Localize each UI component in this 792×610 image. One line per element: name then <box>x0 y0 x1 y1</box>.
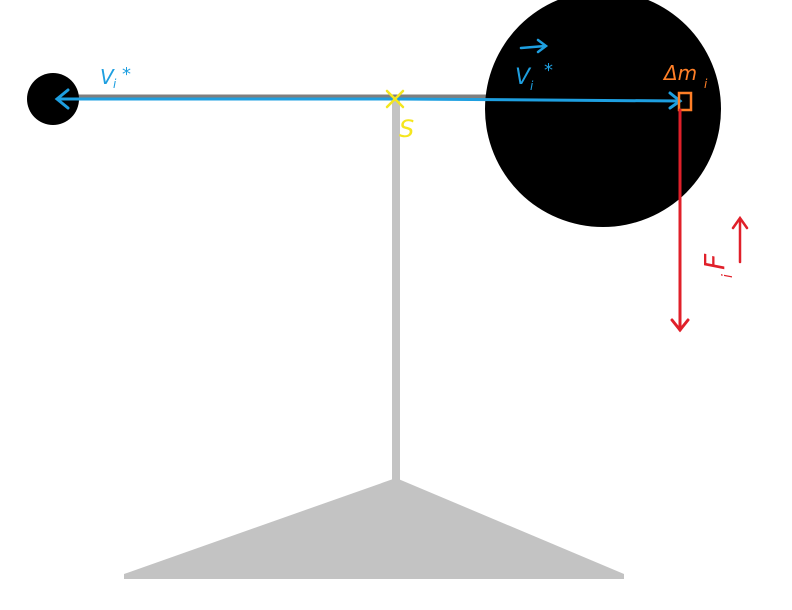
rectangle-marker-icon <box>677 91 693 112</box>
velocity-label-large: V i * <box>515 38 553 93</box>
force-label-arrow <box>731 215 749 264</box>
mass-element: Δm i <box>662 61 708 112</box>
small-mass <box>27 73 79 125</box>
velocity-label-large-letter: V <box>515 65 532 90</box>
pivot-label: S <box>399 115 414 143</box>
force-label-sub: i <box>720 274 736 278</box>
x-mark-icon <box>385 89 405 109</box>
mass-element-label-sub: i <box>704 77 708 91</box>
pivot-marker: S <box>385 89 414 143</box>
velocity-label-small-star: * <box>122 64 131 85</box>
vector-arrow-icon <box>519 38 549 54</box>
velocity-label-small-sub: i <box>113 77 117 91</box>
mass-element-label: Δm <box>662 61 697 85</box>
velocity-label-small-letter: V <box>100 65 115 89</box>
velocity-label-large-sub: i <box>530 79 534 93</box>
force-label: F i <box>698 253 736 278</box>
force-label-letter: F <box>698 253 731 270</box>
velocity-vector-small <box>54 88 398 110</box>
velocity-label-large-star: * <box>544 60 553 81</box>
stand-base <box>124 478 624 579</box>
force-vector <box>670 108 690 333</box>
large-mass <box>485 0 721 227</box>
velocity-label-small: V i * <box>100 64 131 91</box>
stand-pole <box>392 98 400 480</box>
